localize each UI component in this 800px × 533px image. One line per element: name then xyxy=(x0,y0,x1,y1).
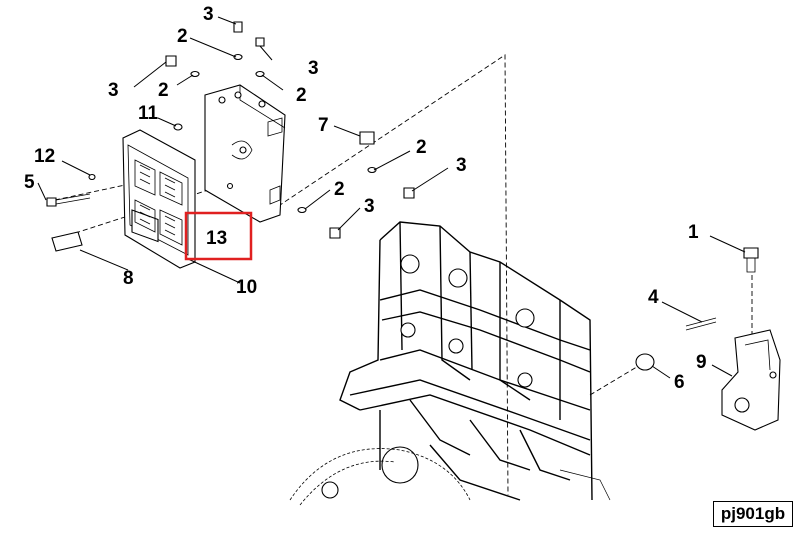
callout-8: 8 xyxy=(123,268,134,289)
callout-2: 2 xyxy=(334,179,345,200)
engine-block xyxy=(289,221,611,506)
reference-code: pj901gb xyxy=(713,501,793,527)
callout-2: 2 xyxy=(158,80,169,101)
callout-9: 9 xyxy=(696,352,707,373)
label-pad xyxy=(51,231,83,252)
callout-11: 11 xyxy=(138,103,159,124)
callout-3: 3 xyxy=(308,58,319,79)
ecu-module xyxy=(122,129,196,269)
callout-2: 2 xyxy=(296,85,307,106)
support-bracket xyxy=(721,329,781,431)
callout-2: 2 xyxy=(416,137,427,158)
callout-3: 3 xyxy=(364,196,375,217)
callout-4: 4 xyxy=(648,287,659,308)
alignment-line xyxy=(264,54,509,496)
callout-3: 3 xyxy=(108,80,119,101)
callout-5: 5 xyxy=(24,172,35,193)
alignment-line xyxy=(59,169,271,239)
callout-6: 6 xyxy=(674,372,685,393)
callout-2: 2 xyxy=(177,26,188,47)
highlight-box xyxy=(184,211,253,261)
callout-10: 10 xyxy=(236,277,257,298)
callout-3: 3 xyxy=(203,4,214,25)
callout-13: 13 xyxy=(206,228,227,249)
alignment-line xyxy=(589,364,641,396)
callout-12: 12 xyxy=(34,146,55,167)
callout-7: 7 xyxy=(318,115,329,136)
callout-labels: 3 2 3 2 3 2 11 7 12 2 5 3 2 3 8 10 1 4 6… xyxy=(24,4,707,393)
callout-3: 3 xyxy=(456,155,467,176)
callout-1: 1 xyxy=(688,222,699,243)
leader-lines xyxy=(37,16,746,379)
mounting-plate xyxy=(204,84,286,223)
highlighted-callout-13: 13 xyxy=(184,211,253,261)
